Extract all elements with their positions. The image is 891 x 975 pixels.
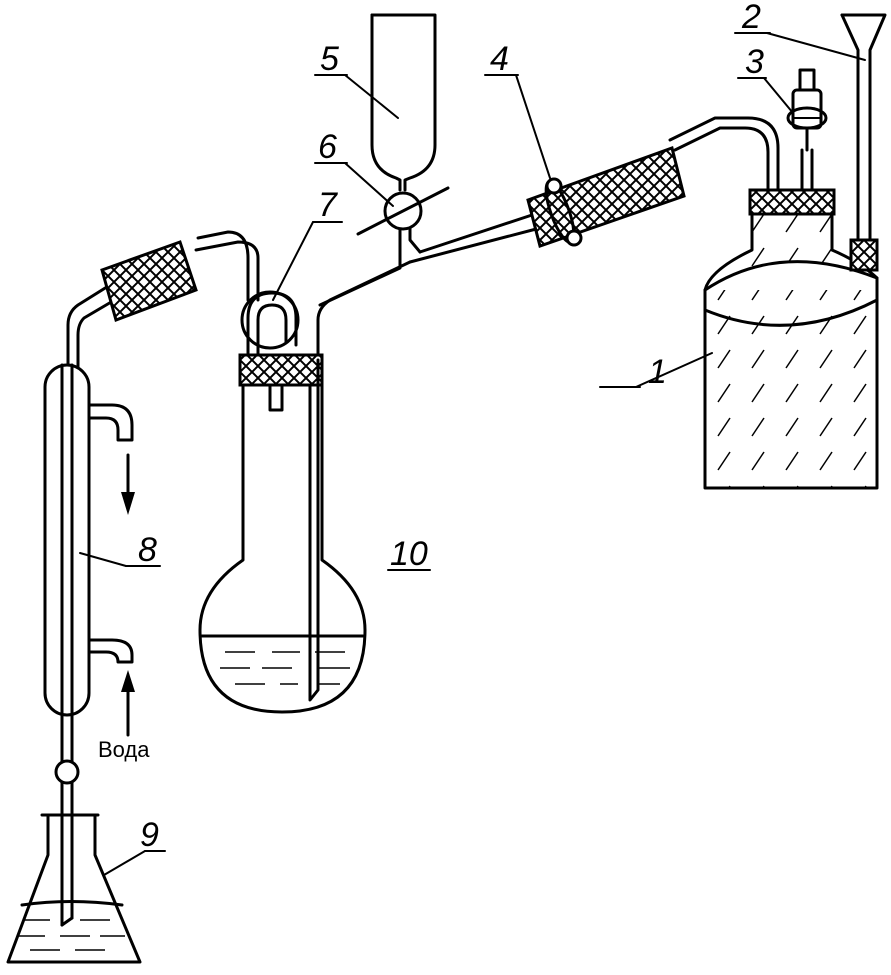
label-8: 8	[138, 531, 157, 569]
label-4: 4	[490, 40, 509, 78]
water-in-arrow	[121, 670, 135, 737]
flask-liquid-lines	[220, 651, 350, 685]
leader-lines	[79, 32, 866, 876]
gas-delivery-tube	[316, 116, 780, 362]
vapour-tube	[66, 230, 260, 372]
rubber-connector	[100, 240, 198, 322]
side-tube-with-clamp	[786, 68, 828, 192]
label-1: 1	[648, 353, 667, 391]
rubber-connector-with-clamp	[526, 146, 686, 248]
label-5: 5	[320, 40, 339, 78]
water-label: Вода	[98, 737, 150, 762]
reaction-flask	[198, 353, 367, 714]
gas-generator-bottle	[703, 188, 879, 490]
label-10: 10	[390, 535, 428, 573]
liebig-condenser	[43, 363, 134, 927]
flask-stopper	[238, 353, 324, 387]
stopcock	[356, 186, 450, 236]
dropping-funnel	[370, 13, 437, 192]
label-9: 9	[140, 816, 159, 854]
label-3: 3	[745, 43, 764, 81]
funnel-stopper	[849, 238, 879, 272]
receiver-conical-flask	[6, 813, 142, 964]
thistle-funnel	[840, 13, 887, 272]
water-out-arrow	[121, 453, 135, 515]
label-2: 2	[741, 0, 761, 36]
label-6: 6	[318, 128, 337, 166]
u-tube-trap	[240, 290, 300, 357]
label-7: 7	[318, 186, 338, 224]
bottle-stopper	[748, 188, 836, 216]
liquid-surface-line	[703, 298, 879, 327]
